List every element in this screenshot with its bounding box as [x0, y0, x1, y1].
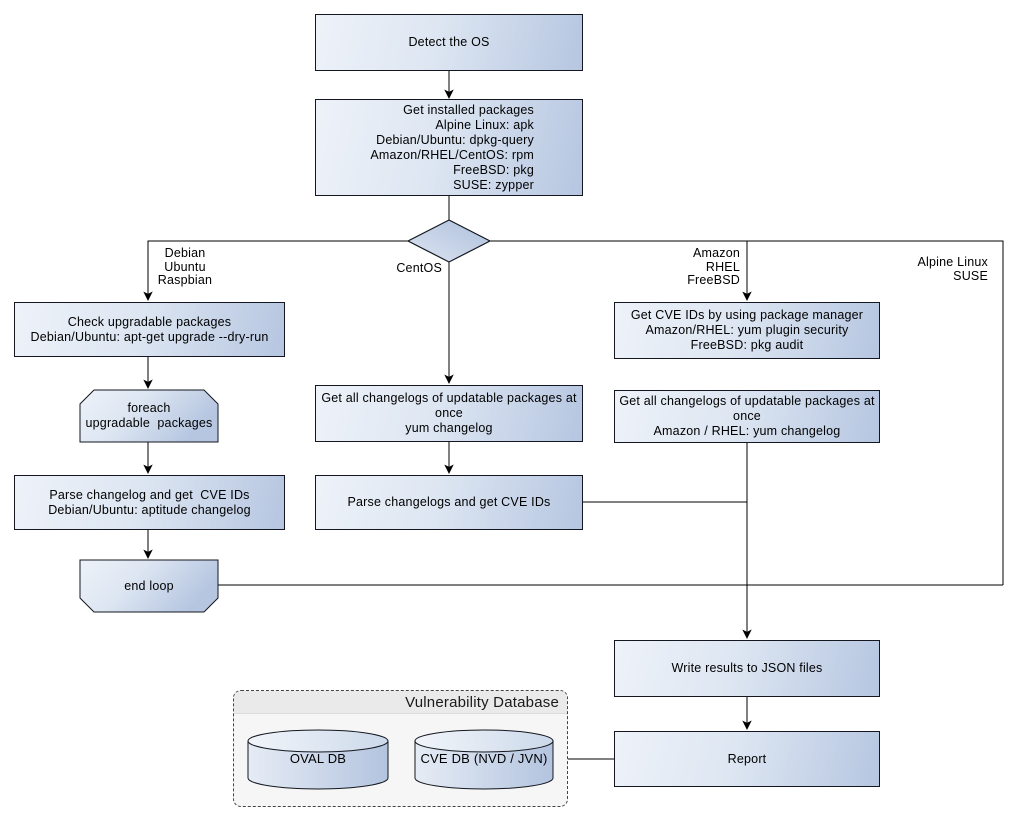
node-parse-changelogs-centos: Parse changelogs and get CVE IDs	[315, 475, 583, 530]
connector-branch-alpine	[490, 240, 1004, 585]
node-get-changelogs-amazon-label: Get all changelogs of updatable packages…	[619, 394, 875, 438]
oval-db-label: OVAL DB	[289, 750, 347, 766]
foreach-loop-shape	[79, 389, 219, 443]
node-detect-os: Detect the OS	[315, 14, 583, 71]
node-get-changelogs-amazon: Get all changelogs of updatable packages…	[614, 390, 880, 443]
node-get-installed-packages-label: Get installed packages Alpine Linux: apk…	[370, 102, 534, 192]
vulnerability-database-header: Vulnerability Database	[234, 691, 567, 714]
node-get-changelogs-centos-label: Get all changelogs of updatable packages…	[321, 391, 577, 435]
node-check-upgradable: Check upgradable packages Debian/Ubuntu:…	[14, 302, 285, 357]
node-parse-changelogs-centos-label: Parse changelogs and get CVE IDs	[347, 495, 551, 509]
branch-label-amazon: Amazon RHEL FreeBSD	[687, 246, 740, 287]
node-parse-changelog-deb-label: Parse changelog and get CVE IDs Debian/U…	[48, 487, 251, 517]
node-get-installed-packages: Get installed packages Alpine Linux: apk…	[315, 99, 583, 196]
cve-db-label: CVE DB (NVD / JVN)	[420, 750, 548, 766]
end-loop-shape	[79, 559, 219, 613]
node-get-changelogs-centos: Get all changelogs of updatable packages…	[315, 385, 583, 442]
vulnerability-database-title: Vulnerability Database	[405, 693, 559, 711]
node-check-upgradable-label: Check upgradable packages Debian/Ubuntu:…	[30, 314, 269, 344]
cve-db-cylinder	[414, 729, 554, 790]
branch-label-centos: CentOS	[396, 261, 442, 275]
node-get-cve-ids-pkg-mgr: Get CVE IDs by using package manager Ama…	[614, 302, 880, 359]
end-loop-label: end loop	[124, 578, 174, 593]
node-write-results: Write results to JSON files	[614, 640, 880, 697]
os-decision-diamond	[406, 219, 492, 263]
branch-label-debian: Debian Ubuntu Raspbian	[157, 246, 213, 287]
node-report-label: Report	[727, 751, 767, 766]
foreach-loop-label: foreach upgradable packages	[85, 401, 213, 430]
node-report: Report	[614, 731, 880, 787]
connector-branch-debian	[143, 240, 408, 301]
branch-label-alpine: Alpine Linux SUSE	[917, 255, 988, 283]
node-get-cve-ids-pkg-mgr-label: Get CVE IDs by using package manager Ama…	[630, 308, 864, 352]
node-parse-changelog-deb: Parse changelog and get CVE IDs Debian/U…	[14, 475, 285, 530]
oval-db-cylinder	[247, 729, 389, 790]
node-write-results-label: Write results to JSON files	[671, 661, 823, 675]
node-detect-os-label: Detect the OS	[408, 35, 490, 49]
